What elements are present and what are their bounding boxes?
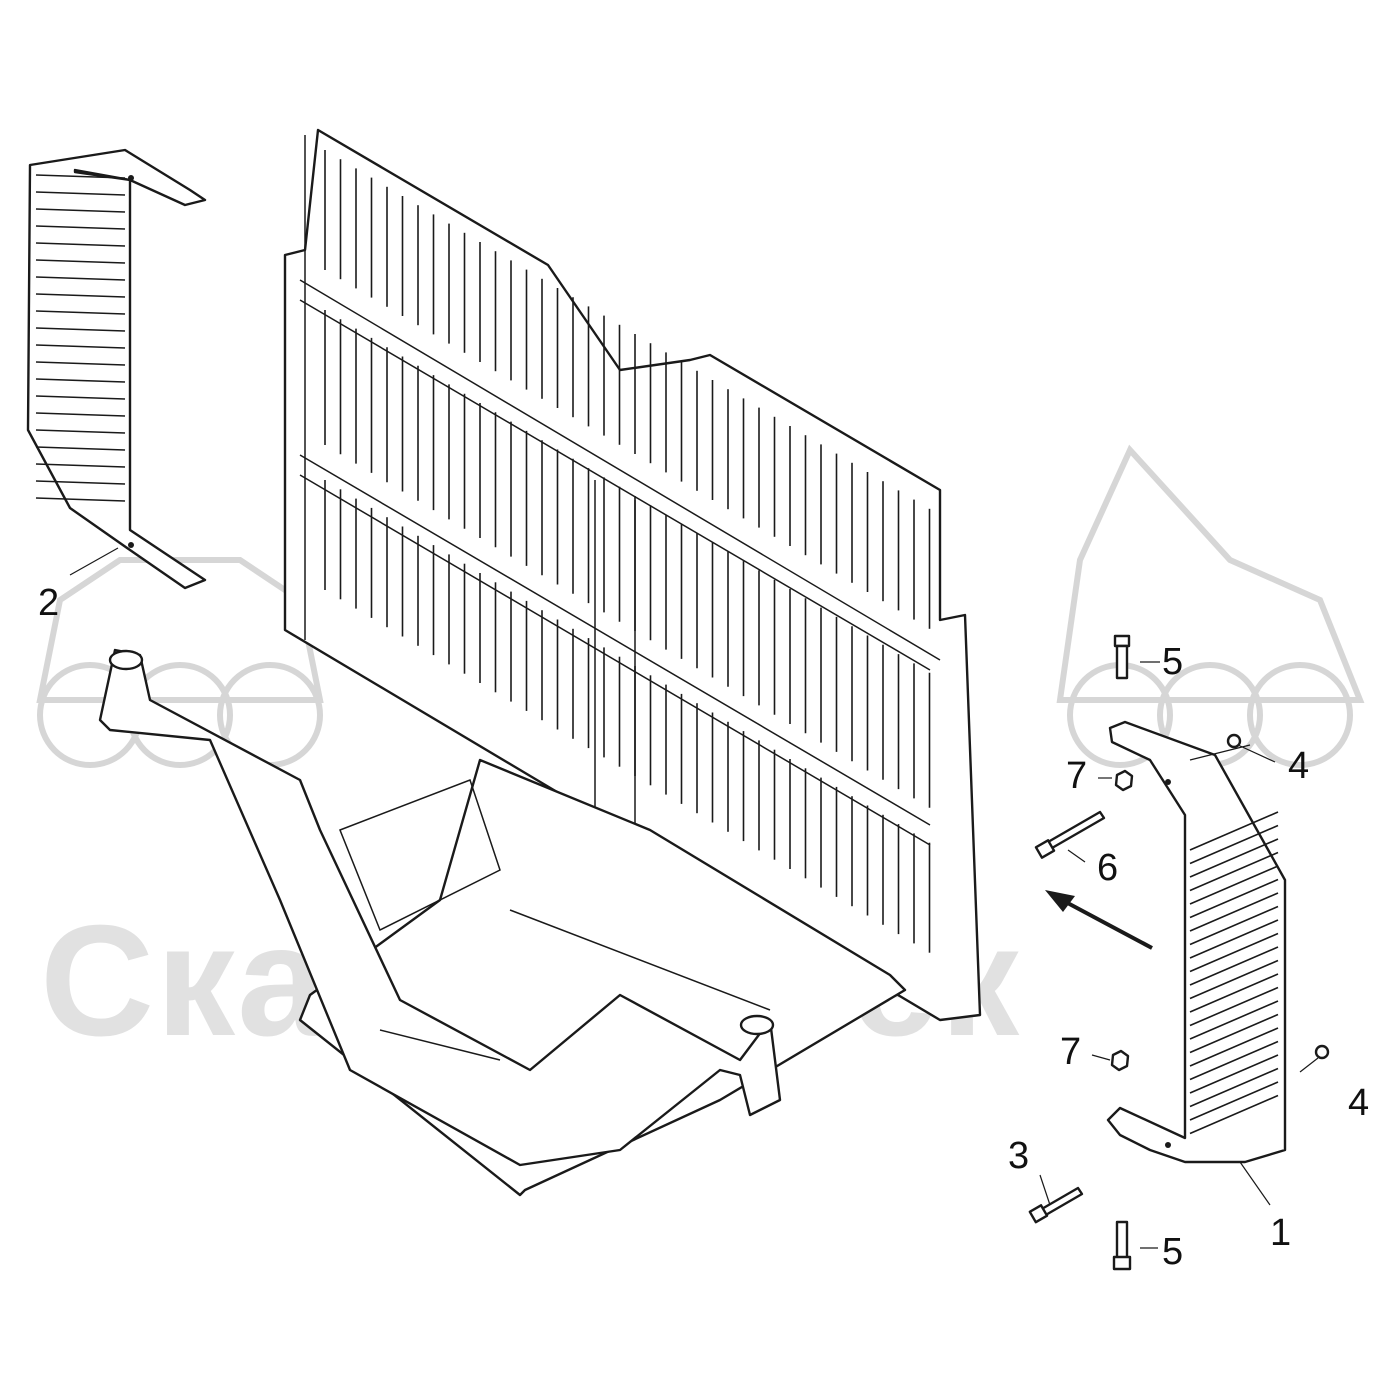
bolt-5-top: [1113, 634, 1131, 680]
callout-labels: 2 5 4 7 6 7 4 3 1 5: [38, 582, 1369, 1273]
right-side-shield: [1106, 720, 1287, 1164]
leader-lines: [69, 547, 1319, 1249]
callout-7-top: 7: [1066, 755, 1087, 797]
nut-7-bottom: [1110, 1049, 1130, 1072]
callout-5-bottom: 5: [1162, 1231, 1183, 1273]
callout-7-bottom: 7: [1060, 1031, 1081, 1073]
lower-frame: [98, 648, 907, 1197]
callout-4-bottom: 4: [1348, 1082, 1369, 1124]
radiator-grille: [283, 128, 982, 1022]
washer-4-top: [1226, 733, 1242, 749]
direction-arrow: [1045, 890, 1153, 950]
callout-4-top: 4: [1288, 745, 1309, 787]
bolt-5-bottom: [1112, 1220, 1132, 1271]
callout-6: 6: [1097, 847, 1118, 889]
bolt-3: [1028, 1186, 1084, 1224]
callout-3: 3: [1008, 1135, 1029, 1177]
nut-7-top: [1114, 769, 1134, 792]
left-side-shield: [26, 148, 207, 590]
callout-1: 1: [1270, 1212, 1291, 1254]
callout-2: 2: [38, 582, 59, 624]
bolt-6: [1034, 810, 1106, 859]
callout-5-top: 5: [1162, 641, 1183, 683]
washer-4-bottom: [1314, 1044, 1330, 1060]
